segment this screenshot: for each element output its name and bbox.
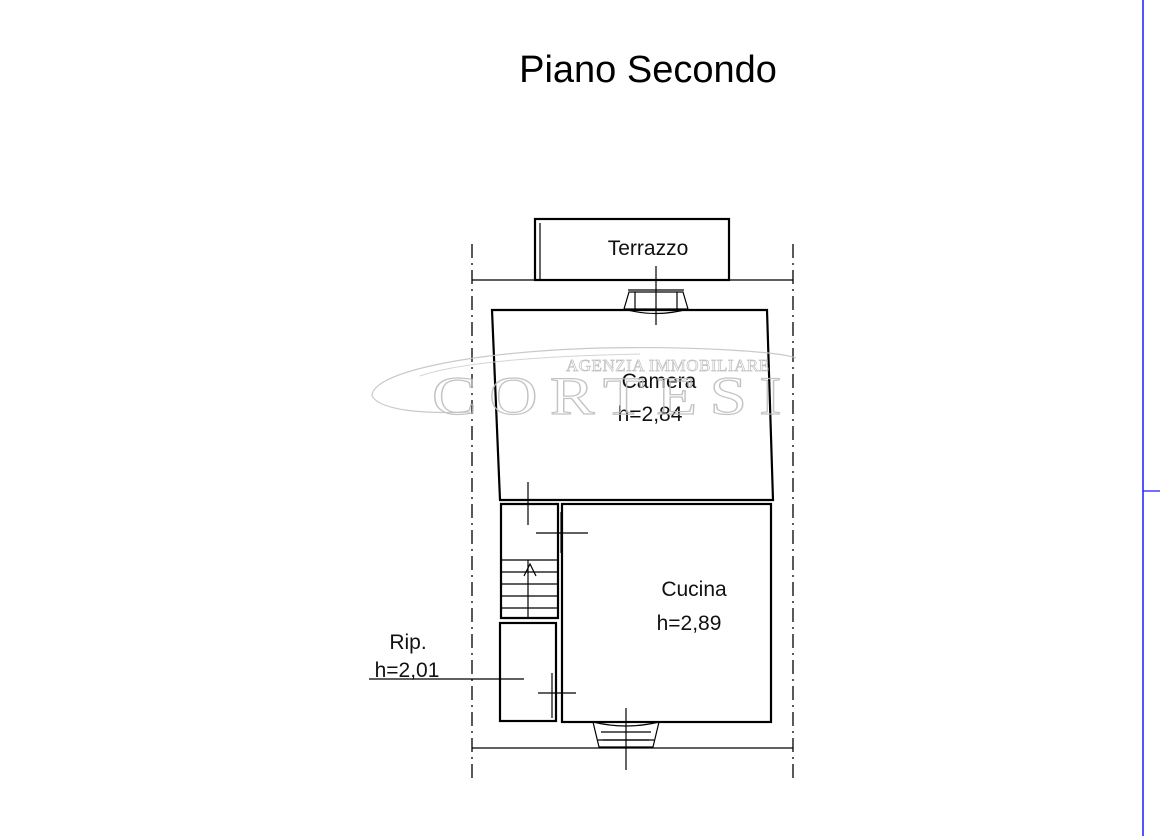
watermark-line1: AGENZIA IMMOBILIARE bbox=[566, 356, 770, 375]
storage-room: Rip. h=2,01 bbox=[369, 621, 576, 723]
terrace-window bbox=[623, 266, 689, 325]
watermark-line2: CORTESI bbox=[432, 366, 794, 426]
kitchen-window bbox=[592, 708, 660, 770]
bedroom-label: Camera bbox=[622, 370, 697, 393]
page-title: Piano Secondo bbox=[519, 49, 777, 91]
kitchen-label: Cucina bbox=[661, 578, 727, 601]
terrace: Terrazzo bbox=[533, 217, 731, 282]
outer-enclosure bbox=[472, 279, 793, 749]
kitchen-height: h=2,89 bbox=[657, 612, 722, 635]
staircase bbox=[499, 482, 588, 620]
kitchen: Cucina h=2,89 bbox=[560, 502, 773, 724]
storage-label: Rip. bbox=[389, 631, 426, 654]
boundary-axes bbox=[471, 244, 794, 782]
bedroom: Camera h=2,84 bbox=[490, 308, 775, 502]
agency-watermark: AGENZIA IMMOBILIARE CORTESI bbox=[371, 347, 797, 427]
terrace-label: Terrazzo bbox=[608, 237, 689, 260]
bedroom-height: h=2,84 bbox=[618, 403, 683, 426]
storage-height: h=2,01 bbox=[375, 659, 440, 682]
